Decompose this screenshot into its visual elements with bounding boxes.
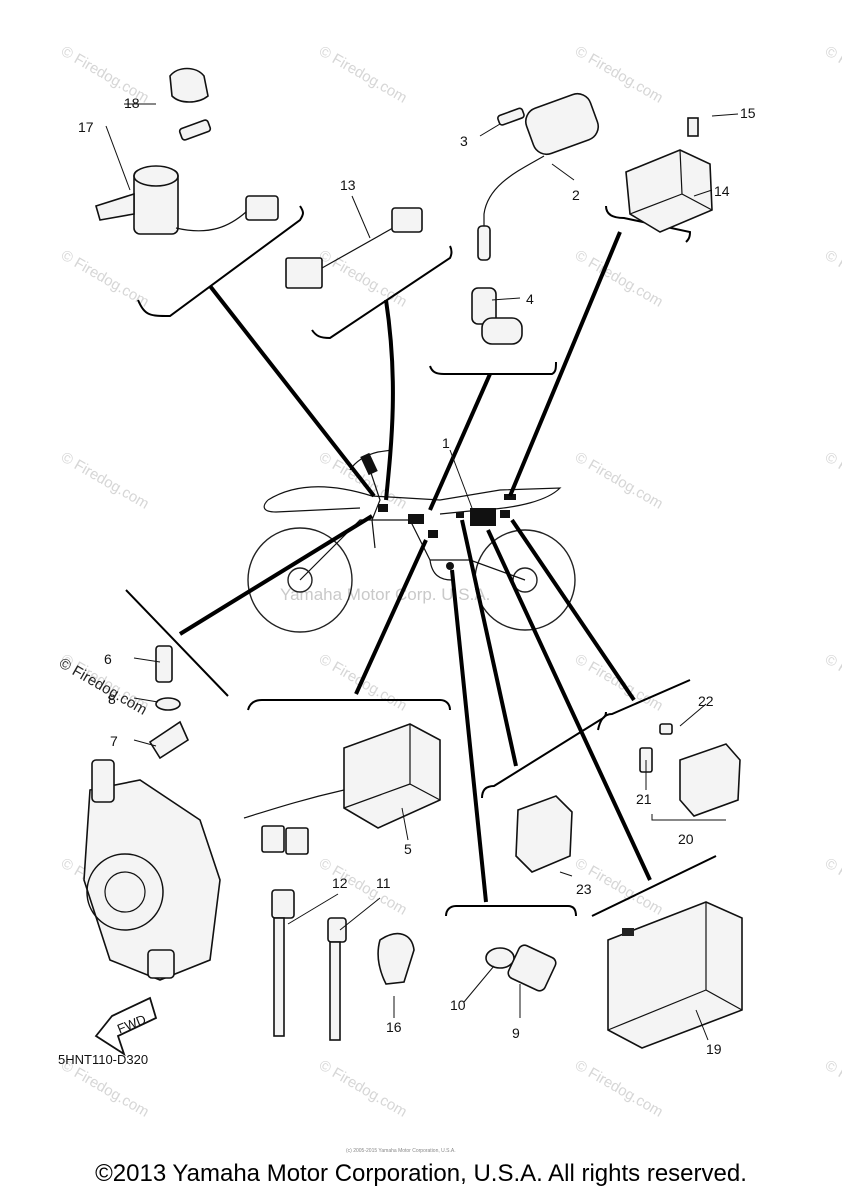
group-brackets bbox=[125, 205, 717, 917]
fittings-6-7-8 bbox=[148, 645, 190, 760]
callout-21: 21 bbox=[636, 791, 652, 807]
main-switch-assembly bbox=[95, 67, 279, 235]
leader-lines bbox=[178, 231, 652, 903]
watermark-text: © Firedog.com bbox=[822, 855, 842, 919]
watermark-text: © Firedog.com bbox=[822, 247, 842, 311]
callout-19: 19 bbox=[706, 1041, 722, 1057]
callout-20: 20 bbox=[678, 831, 694, 847]
watermark-text: © Firedog.com bbox=[316, 1057, 410, 1121]
cdi-unit bbox=[625, 117, 713, 233]
neutral-switch-assembly bbox=[485, 944, 557, 992]
callout-labels: 1 2 3 4 5 6 7 8 9 10 11 12 13 14 15 16 1… bbox=[78, 95, 756, 1057]
firedog-label: © Firedog.com bbox=[56, 655, 150, 719]
callout-4: 4 bbox=[526, 291, 534, 307]
watermark-text: © Firedog.com bbox=[822, 1057, 842, 1121]
watermark-text: © Firedog.com bbox=[822, 43, 842, 107]
callout-22: 22 bbox=[698, 693, 714, 709]
cable-ties bbox=[271, 889, 347, 1041]
callout-12: 12 bbox=[332, 875, 348, 891]
callout-11: 11 bbox=[376, 875, 391, 891]
watermark-text: © Firedog.com bbox=[822, 449, 842, 513]
watermark-text: © Firedog.com bbox=[572, 449, 666, 513]
callout-10: 10 bbox=[450, 997, 466, 1013]
callout-3: 3 bbox=[460, 133, 468, 149]
center-watermark: Yamaha Motor Corp. U.S.A. bbox=[280, 585, 490, 604]
watermark-text: © Firedog.com bbox=[316, 43, 410, 107]
ignition-coil-assembly bbox=[471, 92, 600, 345]
fwd-arrow: FWD bbox=[94, 996, 158, 1057]
callout-1: 1 bbox=[442, 435, 450, 451]
starter-relay-assembly bbox=[639, 723, 741, 817]
watermark-text: © Firedog.com bbox=[572, 651, 666, 715]
watermark-text: © Firedog.com bbox=[572, 1057, 666, 1121]
watermark-text: © Firedog.com bbox=[58, 449, 152, 513]
callout-13: 13 bbox=[340, 177, 356, 193]
carburetor bbox=[83, 759, 221, 981]
callout-23: 23 bbox=[576, 881, 592, 897]
callout-16: 16 bbox=[386, 1019, 402, 1035]
callout-8: 8 bbox=[108, 691, 116, 707]
bike-component-markers bbox=[378, 494, 516, 570]
unit-part-5 bbox=[243, 723, 441, 855]
small-print: (c) 2005-2015 Yamaha Motor Corporation, … bbox=[346, 1148, 456, 1154]
clamp-16 bbox=[377, 932, 415, 985]
wire-lead-13 bbox=[285, 207, 423, 289]
callout-15: 15 bbox=[740, 105, 756, 121]
callout-leaders bbox=[105, 103, 739, 1041]
battery-19 bbox=[607, 901, 743, 1049]
relay-23 bbox=[515, 795, 573, 873]
watermark-text: © Firedog.com bbox=[316, 855, 410, 919]
callout-14: 14 bbox=[714, 183, 730, 199]
watermark-text: © Firedog.com bbox=[316, 247, 410, 311]
callout-5: 5 bbox=[404, 841, 412, 857]
copyright-footer: ©2013 Yamaha Motor Corporation, U.S.A. A… bbox=[95, 1160, 747, 1187]
callout-17: 17 bbox=[78, 119, 94, 135]
callout-7: 7 bbox=[110, 733, 118, 749]
diagram-code: 5HNT110-D320 bbox=[58, 1052, 148, 1067]
callout-18: 18 bbox=[124, 95, 140, 111]
callout-6: 6 bbox=[104, 651, 112, 667]
callout-2: 2 bbox=[572, 187, 580, 203]
watermark-text: © Firedog.com bbox=[572, 247, 666, 311]
callout-9: 9 bbox=[512, 1025, 520, 1041]
watermark-text: © Firedog.com bbox=[822, 651, 842, 715]
